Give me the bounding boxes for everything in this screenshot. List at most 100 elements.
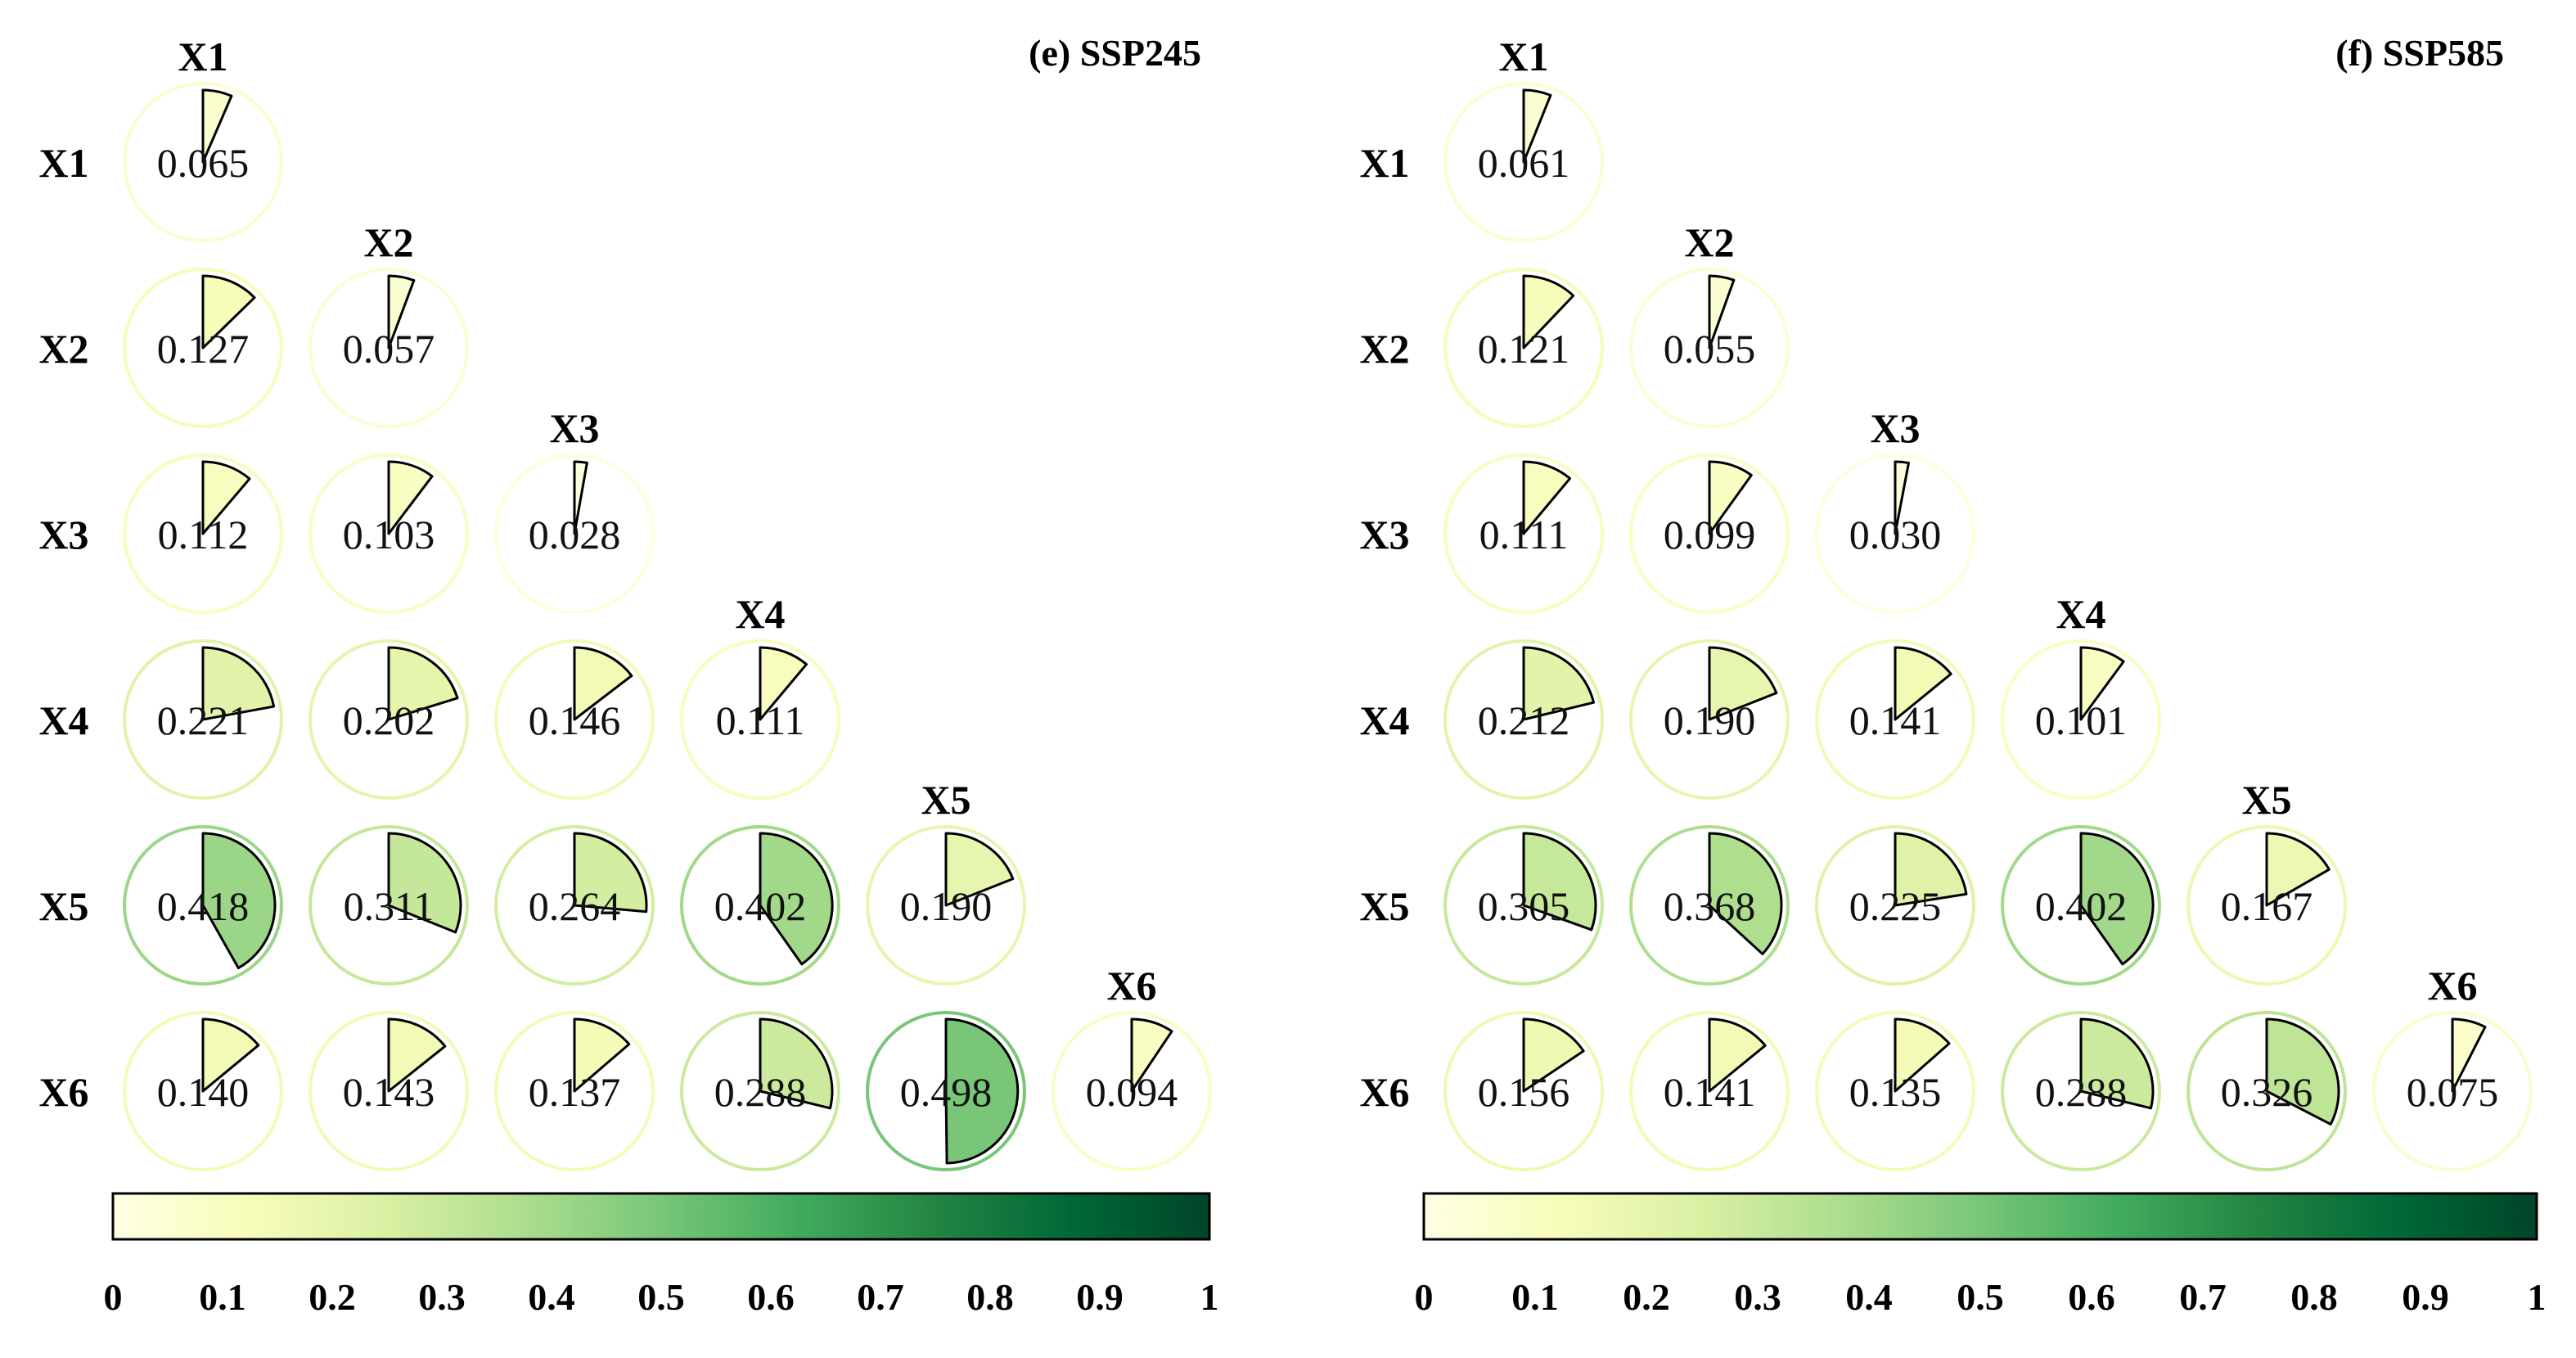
cell-value: 0.402	[714, 883, 807, 929]
cell-ring	[308, 453, 469, 614]
cell-value: 0.202	[343, 697, 435, 743]
cell-wedge	[201, 88, 233, 164]
cell-wedge	[573, 1017, 631, 1093]
cell-value: 0.065	[157, 140, 250, 186]
cell-wedge	[573, 646, 633, 721]
cell-ring	[123, 453, 283, 614]
cell-value: 0.167	[2221, 883, 2313, 929]
colorbar-tick-label: 0.3	[418, 1276, 466, 1318]
cell-value: 0.264	[529, 883, 621, 929]
cell-wedge	[1522, 646, 1595, 721]
cell-ring	[123, 639, 283, 800]
cell-value: 0.418	[157, 883, 250, 929]
cell-ring	[2186, 825, 2347, 986]
cell-wedge	[759, 1017, 834, 1110]
column-label: X4	[2056, 591, 2105, 637]
row-label: X6	[38, 1069, 88, 1115]
cell-value: 0.141	[1849, 697, 1942, 743]
cell-value: 0.121	[1478, 326, 1570, 372]
row-label: X4	[1359, 697, 1409, 743]
cell-ring	[308, 639, 469, 800]
cell-wedge	[759, 646, 808, 721]
cell-value: 0.127	[157, 326, 250, 372]
column-label: X4	[735, 591, 785, 637]
cell-ring	[866, 825, 1026, 986]
cell-value: 0.099	[1664, 512, 1756, 557]
column-label: X3	[549, 405, 599, 451]
colorbar-tick-label: 0.2	[308, 1276, 356, 1318]
cell-ring	[1815, 1011, 1975, 1171]
cell-value: 0.311	[344, 883, 435, 929]
cell-ring	[123, 268, 283, 428]
cell-ring	[123, 825, 283, 986]
cell-value: 0.057	[343, 326, 435, 372]
cell-wedge	[759, 832, 834, 966]
cell-wedge	[1708, 274, 1736, 350]
cell-ring	[494, 639, 655, 800]
cell-value: 0.156	[1478, 1069, 1570, 1115]
cell-wedge	[1708, 1017, 1767, 1093]
cell-wedge	[2079, 1017, 2155, 1110]
cell-wedge	[201, 274, 256, 350]
cell-value: 0.498	[900, 1069, 993, 1115]
cell-value: 0.094	[1086, 1069, 1178, 1115]
colorbar-tick-label: 0.4	[1845, 1276, 1893, 1318]
cell-ring	[308, 268, 469, 428]
cell-value: 0.030	[1849, 512, 1942, 557]
cell-value: 0.075	[2407, 1069, 2499, 1115]
row-label: X6	[1359, 1069, 1409, 1115]
cell-wedge	[2265, 832, 2331, 907]
row-label: X3	[1359, 512, 1409, 557]
cell-value: 0.135	[1849, 1069, 1942, 1115]
cell-wedge	[1894, 832, 1968, 907]
row-label: X5	[1359, 883, 1409, 929]
colorbar-tick-label: 0.7	[857, 1276, 904, 1318]
cell-wedge	[1894, 646, 1952, 721]
colorbar-tick-label: 0	[1415, 1276, 1434, 1318]
cell-value: 0.190	[1664, 697, 1756, 743]
cell-ring	[1443, 82, 1604, 242]
cell-value: 0.146	[529, 697, 621, 743]
cell-value: 0.143	[343, 1069, 435, 1115]
cell-ring	[2001, 825, 2161, 986]
column-label: X2	[1684, 219, 1734, 265]
colorbar-tick-label: 0.7	[2179, 1276, 2227, 1318]
cell-wedge	[387, 832, 462, 934]
colorbar-tick-label: 0.9	[2402, 1276, 2449, 1318]
cell-ring	[2186, 1011, 2347, 1171]
cell-value: 0.288	[2035, 1069, 2128, 1115]
cell-value: 0.111	[716, 697, 805, 743]
panel-title: (f) SSP585	[2335, 32, 2504, 74]
cell-ring	[1443, 639, 1604, 800]
cell-value: 0.112	[158, 512, 249, 557]
column-label: X5	[921, 777, 971, 823]
row-label: X5	[38, 883, 88, 929]
row-label: X1	[38, 140, 88, 186]
cell-ring	[1629, 639, 1790, 800]
cell-wedge	[944, 832, 1015, 907]
row-label: X4	[38, 697, 88, 743]
cell-wedge	[2451, 1017, 2487, 1093]
cell-wedge	[201, 646, 276, 721]
cell-wedge	[573, 460, 588, 535]
cell-ring	[494, 453, 655, 614]
cell-value: 0.212	[1478, 697, 1570, 743]
cell-ring	[494, 1011, 655, 1171]
cell-wedge	[387, 1017, 447, 1093]
cell-wedge	[201, 832, 277, 970]
cell-value: 0.028	[529, 512, 621, 557]
cell-wedge	[387, 274, 416, 350]
cell-ring	[680, 1011, 840, 1171]
cell-value: 0.288	[714, 1069, 807, 1115]
cell-wedge	[1894, 1017, 1951, 1093]
cell-value: 0.141	[1664, 1069, 1756, 1115]
cell-wedge	[201, 460, 251, 535]
cell-ring	[1443, 825, 1604, 986]
column-label: X3	[1870, 405, 1920, 451]
cell-wedge	[1708, 646, 1778, 721]
cell-ring	[123, 1011, 283, 1171]
colorbar-tick-label: 0.8	[2290, 1276, 2338, 1318]
